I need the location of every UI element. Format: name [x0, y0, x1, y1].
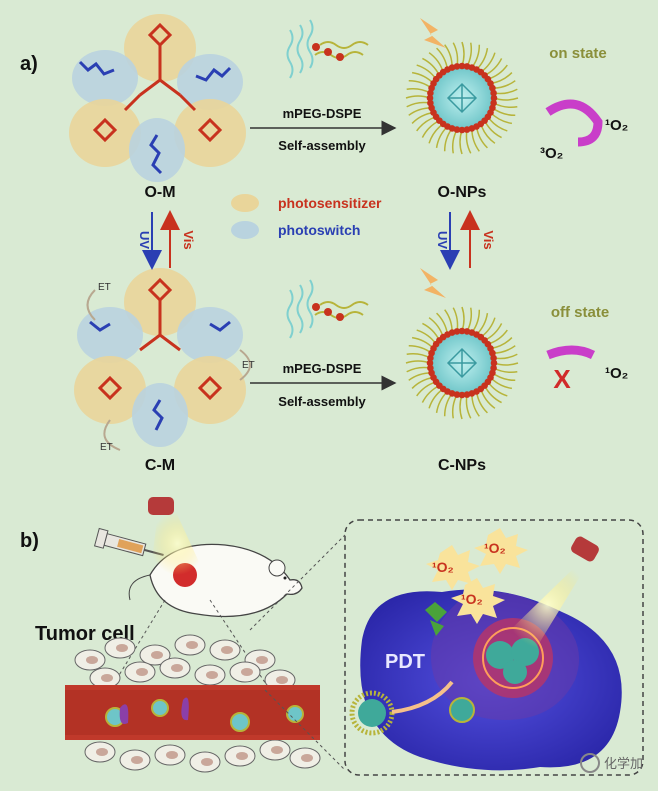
vis-label: Vis: [481, 230, 496, 249]
nanoparticle-entering: [349, 680, 454, 736]
cell-nucleus: [86, 656, 98, 664]
photoswitch-lobe: [177, 54, 243, 110]
process-label: Self-assembly: [278, 138, 366, 153]
photoswitch-lobe: [77, 307, 143, 363]
syringe-icon: [93, 527, 164, 557]
tissue-cells: [74, 634, 321, 773]
cell-nucleus: [236, 752, 248, 760]
lightning-icon: [420, 18, 446, 48]
singlet-oxygen-burst: [426, 528, 528, 624]
photosensitizer-legend-label: photosensitizer: [278, 195, 382, 211]
lipid-icon: [286, 19, 369, 79]
triplet-oxygen-label: ³O₂: [540, 145, 563, 162]
energy-conversion-arrow: [545, 99, 603, 147]
watermark: 化学加: [604, 756, 643, 771]
on-state-label: on state: [549, 45, 607, 62]
photosensitizer-lobe: [69, 99, 141, 167]
photoswitch-legend-swatch: [231, 221, 259, 239]
energy-transfer-label: ET: [242, 360, 255, 371]
uv-label: UV: [435, 231, 450, 249]
closed-molecule-structure: [74, 268, 251, 451]
energy-transfer-label: ET: [98, 282, 111, 293]
ros-label: ¹O₂: [432, 559, 454, 575]
cell-nucleus: [131, 756, 143, 764]
cell-nucleus: [301, 754, 313, 762]
vis-label: Vis: [181, 230, 196, 249]
photosensitizer-lobe: [74, 356, 146, 424]
tumor-cell-label: Tumor cell: [35, 623, 135, 645]
photoswitch-lobe: [72, 50, 138, 106]
photoswitch-lobe: [177, 307, 243, 363]
photoswitch-legend-label: photoswitch: [278, 222, 360, 238]
panel-b-label: b): [20, 530, 39, 552]
open-nanoparticle: [405, 41, 519, 155]
organelle: [425, 602, 447, 636]
light-source-icon: [148, 497, 205, 575]
off-state-label: off state: [551, 304, 609, 321]
reagent-label: mPEG-DSPE: [283, 106, 362, 121]
blocked-x-icon: X: [553, 364, 571, 394]
light-source-icon: [505, 536, 599, 650]
photosensitizer-lobe: [174, 99, 246, 167]
cancer-cell: [360, 589, 622, 771]
cell-nucleus: [151, 651, 163, 659]
ros-label: ¹O₂: [461, 591, 483, 607]
cell-nucleus: [186, 641, 198, 649]
open-molecule-structure: [69, 14, 246, 182]
lipid-icon: [286, 279, 369, 339]
cell-nucleus: [101, 674, 113, 682]
cell-nucleus: [221, 646, 233, 654]
photosensitizer-legend-swatch: [231, 194, 259, 212]
process-label: Self-assembly: [278, 394, 366, 409]
cell-nucleus: [276, 676, 288, 684]
cell-nucleus: [256, 656, 268, 664]
panel-a-label: a): [20, 53, 38, 75]
cell-nucleus: [116, 644, 128, 652]
singlet-oxygen-label: ¹O₂: [605, 117, 628, 134]
pdt-label: PDT: [385, 651, 425, 673]
blood-vessel: [65, 685, 320, 740]
reagent-label: mPEG-DSPE: [283, 361, 362, 376]
cell-nucleus: [166, 751, 178, 759]
open-molecule-label: O-M: [144, 184, 175, 201]
closed-molecule-label: C-M: [145, 457, 175, 474]
cell-nucleus: [201, 758, 213, 766]
closed-nanoparticle-label: C-NPs: [438, 457, 486, 474]
cell-nucleus: [206, 671, 218, 679]
wechat-icon: [580, 753, 600, 773]
blocked-conversion-arrow: [546, 345, 596, 360]
cell-nucleus: [241, 668, 253, 676]
cell-nucleus: [136, 668, 148, 676]
zoom-box: [344, 519, 644, 776]
open-nanoparticle-label: O-NPs: [438, 184, 487, 201]
cell-nucleus: [271, 746, 283, 754]
cell-nucleus: [96, 748, 108, 756]
cell-nucleus: [171, 664, 183, 672]
uv-label: UV: [137, 231, 152, 249]
singlet-oxygen-off-label: ¹O₂: [605, 365, 628, 382]
energy-transfer-label: ET: [100, 442, 113, 453]
lightning-icon: [420, 268, 446, 298]
closed-nanoparticle: [405, 306, 519, 420]
ros-label: ¹O₂: [484, 540, 506, 556]
photosensitizer-lobe: [174, 356, 246, 424]
